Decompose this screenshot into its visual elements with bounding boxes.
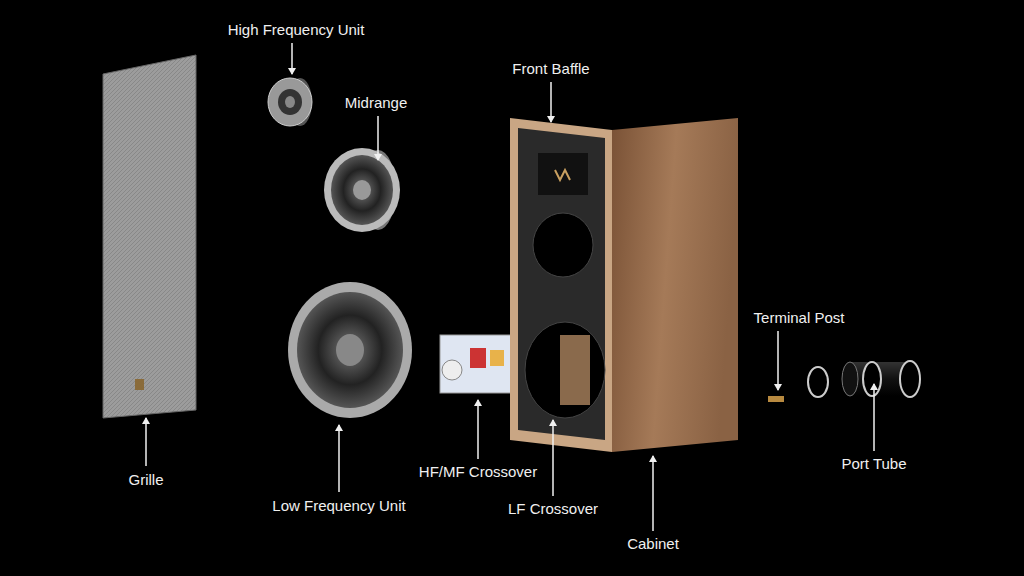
part-label: Port Tube <box>841 455 906 473</box>
part-label: High Frequency Unit <box>228 21 365 39</box>
part-label: LF Crossover <box>508 500 598 518</box>
part-label: Cabinet <box>627 535 679 553</box>
leader-arrows <box>146 43 874 531</box>
part-label: HF/MF Crossover <box>419 463 537 481</box>
part-label: Terminal Post <box>754 309 845 327</box>
part-label: Front Baffle <box>512 60 589 78</box>
part-label: Grille <box>128 471 163 489</box>
part-label: Low Frequency Unit <box>272 497 405 515</box>
part-label: Midrange <box>345 94 408 112</box>
